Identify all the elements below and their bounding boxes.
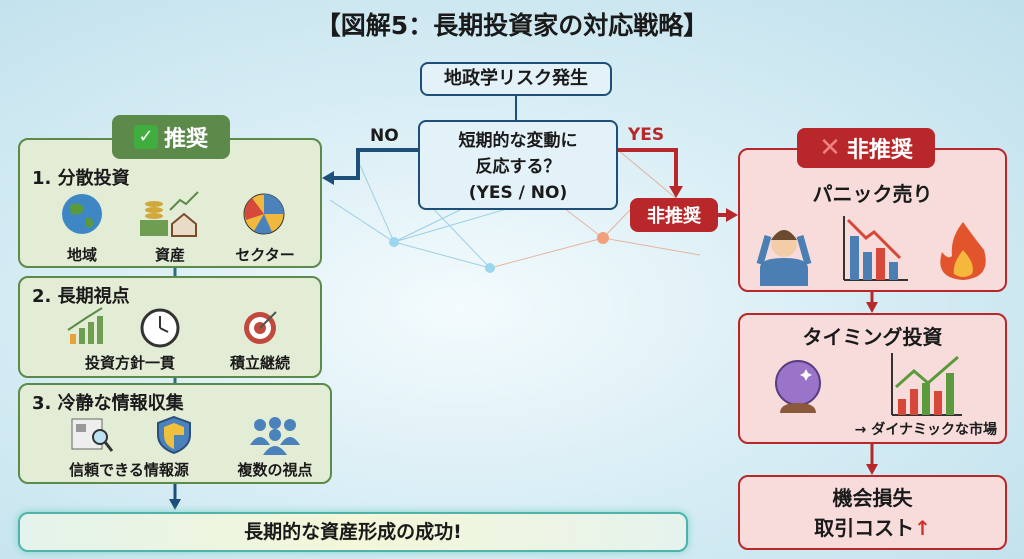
not-recommended-label: 非推奨 [846, 138, 913, 163]
section-heading: 3. 冷静な情報収集 [32, 393, 184, 414]
not-recommended-badge: ✕ 非推奨 [797, 128, 935, 168]
growth-chart-icon [66, 306, 106, 346]
opportunity-loss-box: 機会損失 取引コスト↑ [738, 475, 1007, 550]
question-line2: 反応する？ [475, 157, 561, 177]
item-label: セクター [235, 246, 295, 264]
section-heading: 2. 長期視点 [32, 286, 130, 307]
crystal-ball-icon [770, 357, 826, 419]
recommended-badge: ✓ 推奨 [112, 115, 230, 159]
stressed-person-icon [754, 214, 814, 286]
timing-investment-box: タイミング投資 → ダイナミックな市場 [738, 313, 1007, 444]
section-information: 3. 冷静な情報収集 信頼できる情報源 複数の視点 [18, 383, 332, 484]
section-diversification: 1. 分散投資 地域 資産 セクター [18, 138, 322, 268]
loss-line1: 機会損失 [832, 486, 913, 510]
panic-selling-label: パニック売り [812, 182, 933, 206]
item-label: 信頼できる情報源 [69, 461, 189, 479]
no-arrow [332, 148, 418, 180]
item-label: 地域 [66, 246, 97, 264]
question-line3: (YES / NO) [468, 183, 568, 203]
clock-icon [140, 308, 180, 348]
item-label: 資産 [154, 246, 185, 264]
people-group-icon [248, 415, 302, 455]
yes-label: YES [628, 125, 665, 145]
globe-icon [60, 192, 104, 236]
item-label: 投資方針一貫 [84, 354, 175, 372]
up-arrow-icon: ↑ [914, 516, 931, 540]
recommended-label: 推奨 [163, 127, 208, 152]
fire-icon [936, 220, 990, 282]
yes-arrow [618, 148, 678, 188]
assets-icon [138, 190, 202, 238]
item-label: 積立継続 [229, 354, 290, 372]
page-title: 【図解5：長期投資家の対応戦略】 [315, 11, 709, 40]
not-recommended-tag: 非推奨 [630, 198, 718, 232]
rising-chart-icon [890, 353, 964, 417]
section-long-term: 2. 長期視点 投資方針一貫 積立継続 [18, 276, 322, 378]
success-result-bar: 長期的な資産形成の成功! [18, 512, 688, 552]
check-icon: ✓ [133, 125, 158, 149]
loss-line2: 取引コスト [814, 516, 915, 540]
cross-icon: ✕ [819, 133, 841, 163]
trigger-box: 地政学リスク発生 [420, 62, 612, 96]
no-label: NO [370, 126, 399, 146]
shield-icon [156, 415, 192, 455]
news-search-icon [70, 415, 114, 455]
question-box: 短期的な変動に 反応する？ (YES / NO) [418, 120, 618, 210]
question-line1: 短期的な変動に [458, 131, 578, 151]
section-heading: 1. 分散投資 [32, 168, 130, 189]
pie-chart-icon [242, 192, 286, 236]
timing-note: → ダイナミックな市場 [854, 422, 997, 438]
timing-investment-label: タイミング投資 [802, 325, 943, 349]
panic-selling-box: パニック売り [738, 148, 1007, 292]
item-label: 複数の視点 [237, 461, 313, 479]
falling-chart-icon [840, 214, 910, 284]
target-icon [240, 308, 280, 348]
